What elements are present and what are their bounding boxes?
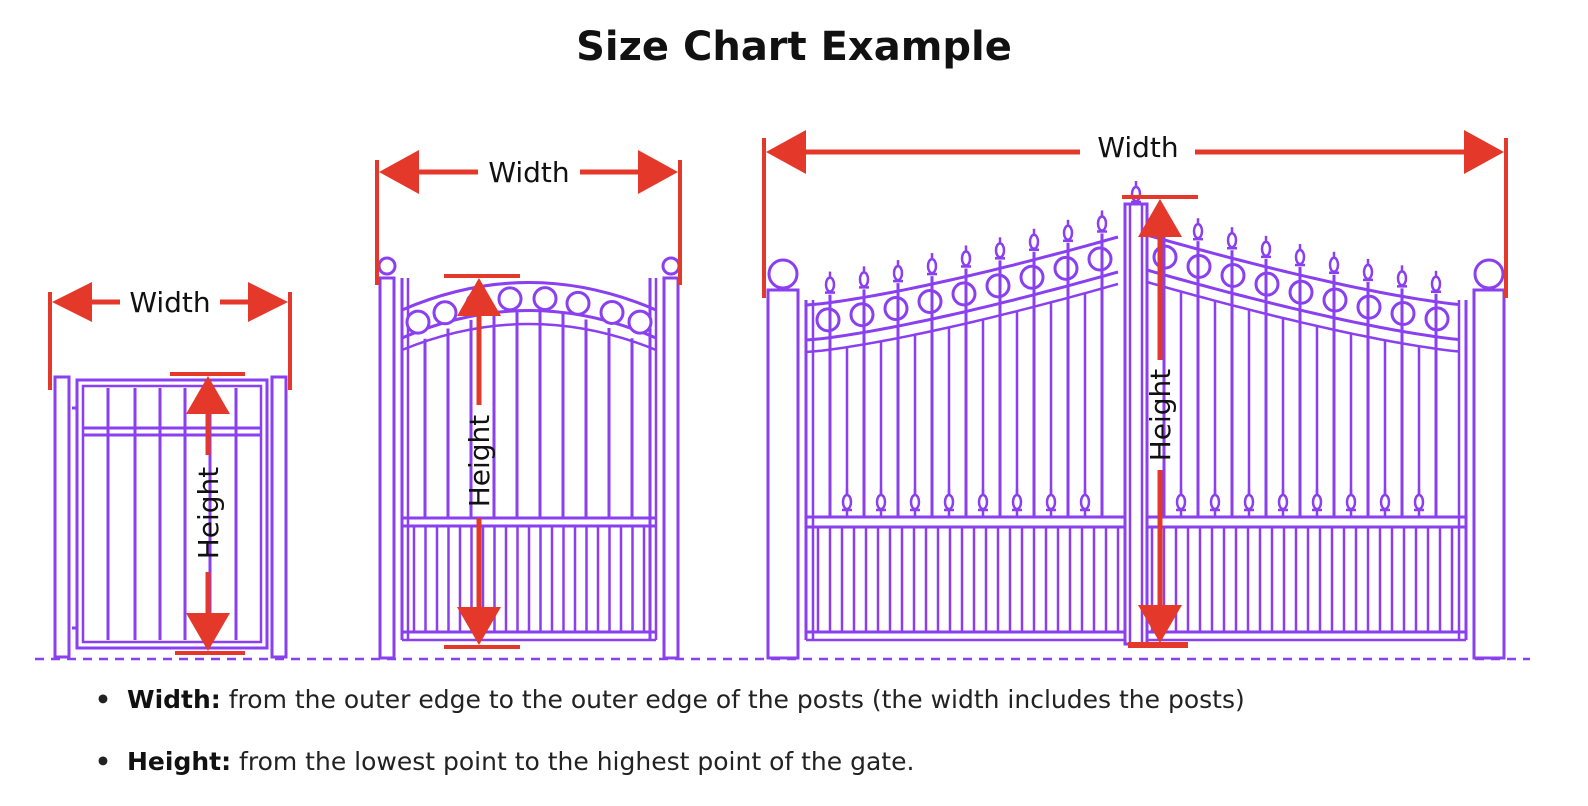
height-note-text: from the lowest point to the highest poi… bbox=[239, 747, 915, 776]
width-note-text: from the outer edge to the outer edge of… bbox=[228, 685, 1245, 714]
arrow-left-icon bbox=[379, 150, 419, 194]
arrow-right-icon bbox=[248, 282, 288, 322]
medium-height-dimension: Height bbox=[444, 274, 520, 649]
small-height-label: Height bbox=[192, 467, 225, 560]
arrow-down-icon bbox=[1138, 605, 1182, 643]
arrow-right-icon bbox=[1464, 130, 1504, 174]
small-width-dimension: Width bbox=[48, 282, 292, 390]
bullet-icon: • bbox=[95, 685, 111, 714]
notes-list: • Width: from the outer edge to the outer… bbox=[95, 682, 1245, 806]
medium-height-label: Height bbox=[463, 415, 496, 508]
large-height-dimension: Height bbox=[1122, 195, 1198, 648]
large-width-label: Width bbox=[1097, 131, 1178, 164]
arrow-left-icon bbox=[766, 130, 806, 174]
page-title: Size Chart Example bbox=[576, 24, 1012, 70]
arrow-up-icon bbox=[1138, 199, 1182, 237]
arrow-up-icon bbox=[186, 376, 230, 414]
arrow-down-icon bbox=[457, 607, 501, 645]
arrow-left-icon bbox=[52, 282, 92, 322]
large-width-dimension: Width bbox=[762, 130, 1508, 298]
medium-width-dimension: Width bbox=[375, 150, 682, 285]
height-note: • Height: from the lowest point to the hi… bbox=[95, 744, 1245, 780]
arrow-up-icon bbox=[457, 278, 501, 316]
large-gate bbox=[766, 181, 1506, 660]
width-note: • Width: from the outer edge to the outer… bbox=[95, 682, 1245, 718]
small-height-dimension: Height bbox=[170, 372, 245, 655]
bullet-icon: • bbox=[95, 747, 111, 776]
medium-gate bbox=[377, 256, 681, 660]
arrow-down-icon bbox=[186, 613, 230, 651]
height-note-term: Height: bbox=[127, 747, 232, 776]
small-width-label: Width bbox=[129, 286, 210, 319]
large-height-label: Height bbox=[1144, 369, 1177, 462]
gate-size-diagram: Width Height Width Height Width bbox=[35, 130, 1530, 661]
small-gate bbox=[53, 375, 288, 659]
medium-width-label: Width bbox=[488, 156, 569, 189]
width-note-term: Width: bbox=[127, 685, 221, 714]
arrow-right-icon bbox=[638, 150, 678, 194]
